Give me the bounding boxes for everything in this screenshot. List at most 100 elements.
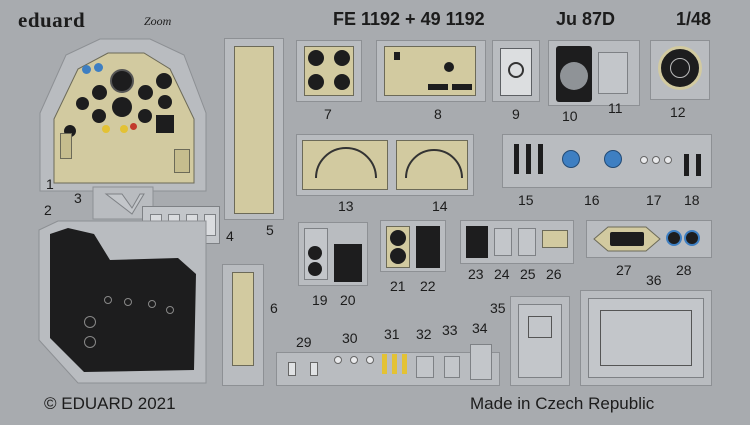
compass-dial-icon (508, 62, 524, 78)
part-label-14: 14 (432, 198, 448, 214)
pin-part-29 (288, 362, 296, 376)
bracket-part-32 (416, 356, 434, 378)
gauge-dial (334, 74, 350, 90)
pin-part-17 (652, 156, 660, 164)
gauge-dial (112, 97, 132, 117)
gauge-dial (110, 69, 134, 93)
part-label-27: 27 (616, 262, 632, 278)
grey-dial-icon (560, 62, 588, 90)
arc-scale-icon (315, 147, 377, 179)
part-label-17: 17 (646, 192, 662, 208)
plate-part-26 (542, 230, 568, 248)
bracket-part-33 (444, 356, 460, 378)
part-label-23: 23 (468, 266, 484, 282)
gauge-dial (308, 246, 322, 260)
gauge-dial (138, 109, 152, 123)
pin-part-30 (366, 356, 374, 364)
black-plate-part-23 (466, 226, 488, 258)
part-label-6: 6 (270, 300, 278, 316)
part-label-20: 20 (340, 292, 356, 308)
bracket-part-11 (598, 52, 628, 94)
side-panel-shape (38, 220, 207, 384)
yellow-lever-part-31 (392, 354, 397, 374)
pin-part-30 (334, 356, 342, 364)
blue-lamp-icon (562, 150, 580, 168)
part-label-15: 15 (518, 192, 534, 208)
knob-icon (444, 62, 454, 72)
gauge-dial (308, 74, 324, 90)
gauge-dial (84, 316, 96, 328)
part-label-34: 34 (472, 320, 488, 336)
part-label-11: 11 (608, 100, 623, 116)
yellow-lever-part-31 (402, 354, 407, 374)
gauge-dial (76, 97, 89, 110)
pin-part-30 (350, 356, 358, 364)
part-label-35: 35 (490, 300, 506, 316)
blue-lens-icon (82, 65, 91, 74)
part-label-32: 32 (416, 326, 432, 342)
indicator-square (428, 84, 448, 90)
switch-strip-part-5 (234, 46, 274, 214)
part-label-30: 30 (342, 330, 358, 346)
lever-part-18 (696, 154, 701, 176)
gauge-dial (334, 50, 350, 66)
part-label-10: 10 (562, 108, 578, 124)
black-plate-part-20 (334, 244, 362, 282)
gauge-dial (308, 262, 322, 276)
switch-panel (60, 133, 72, 159)
clock-face-part-12 (658, 46, 702, 90)
pin-part-29 (310, 362, 318, 376)
blue-lens-icon (684, 230, 700, 246)
part-label-5: 5 (266, 222, 274, 238)
part-label-19: 19 (312, 292, 328, 308)
switch-box (156, 115, 174, 133)
gauge-dial (148, 300, 156, 308)
part-label-24: 24 (494, 266, 510, 282)
part-label-33: 33 (442, 322, 458, 338)
part-label-26: 26 (546, 266, 562, 282)
part-label-9: 9 (512, 106, 520, 122)
red-knob-icon (130, 123, 137, 130)
blue-lens-icon (94, 63, 103, 72)
clock-dial-icon (670, 58, 690, 78)
copyright: © EDUARD 2021 (44, 394, 176, 413)
gauge-dial (390, 230, 406, 246)
black-plate-part-22 (416, 226, 440, 268)
instrument-panel-part-1 (38, 33, 208, 193)
plate-part-36 (588, 298, 704, 378)
part-label-1: 1 (46, 176, 54, 192)
blue-lens-icon (666, 230, 682, 246)
set-code: FE 1192 + 49 1192 (333, 9, 485, 29)
indicator-square (452, 84, 472, 90)
part-label-25: 25 (520, 266, 536, 282)
plate-part-25 (518, 228, 536, 256)
aircraft-name: Ju 87D (556, 9, 616, 29)
plate-window (528, 316, 552, 338)
zoom-logo: Zoom (144, 14, 172, 28)
side-panel-part-2 (38, 220, 208, 385)
switch-panel (174, 149, 190, 173)
lever-part-15 (514, 144, 519, 174)
pin-part-17 (664, 156, 672, 164)
gauge-dial (166, 306, 174, 314)
part-label-16: 16 (584, 192, 600, 208)
part-label-36: 36 (646, 272, 662, 288)
indicator-square (394, 52, 400, 60)
scale: 1/48 (676, 9, 712, 29)
gauge-dial (138, 85, 153, 100)
part-label-21: 21 (390, 278, 406, 294)
yellow-knob-icon (102, 125, 110, 133)
pin-part-17 (640, 156, 648, 164)
part-label-7: 7 (324, 106, 332, 122)
lever-part-18 (684, 154, 689, 176)
diamond-plate-part-27 (593, 226, 661, 252)
bracket-shape (92, 186, 154, 220)
gauge-dial (124, 298, 132, 306)
gauge-dial (104, 296, 112, 304)
brand-logo: eduard (18, 8, 86, 32)
part-label-28: 28 (676, 262, 692, 278)
gauge-dial (156, 73, 172, 89)
gauge-dial (390, 248, 406, 264)
part-label-22: 22 (420, 278, 436, 294)
